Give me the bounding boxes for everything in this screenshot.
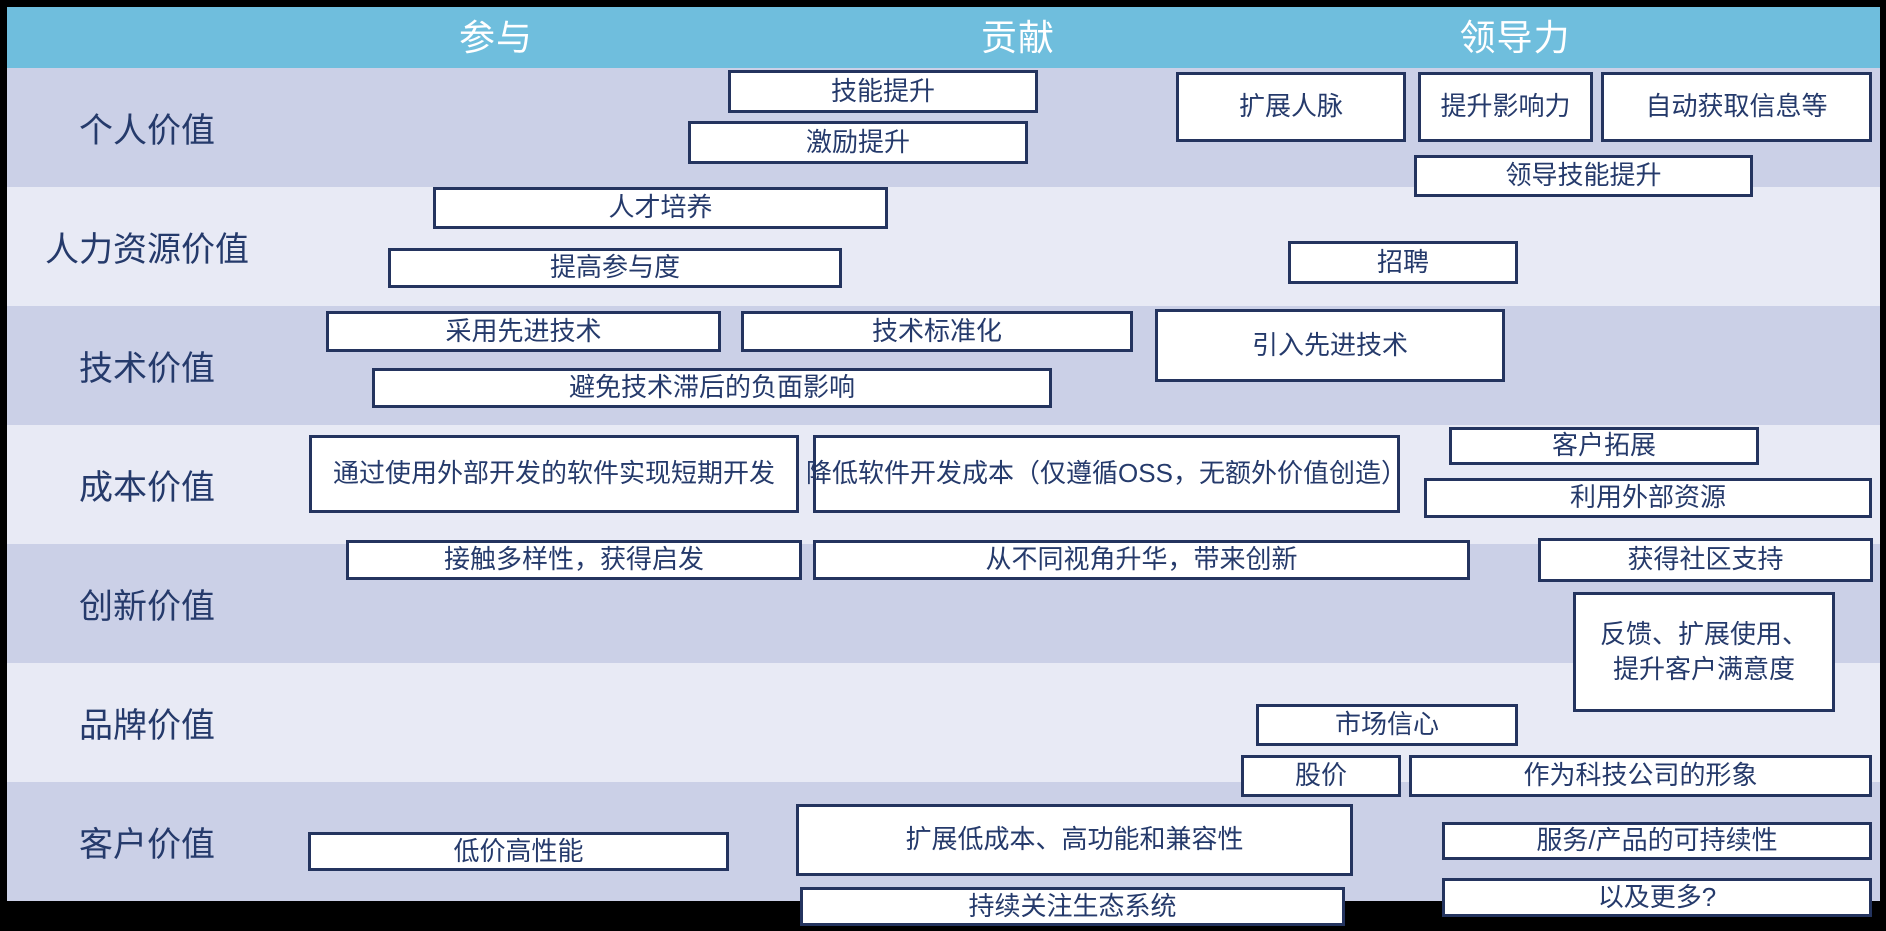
column-header-leadership: 领导力 [1459, 17, 1571, 58]
value-box-low-price-high-performance: 低价高性能 [308, 832, 729, 871]
value-box-diversity-inspiration: 接触多样性，获得启发 [346, 540, 802, 580]
column-header-contribution: 贡献 [980, 17, 1056, 58]
row-band-hr-value [7, 187, 1880, 306]
value-box-short-term-dev: 通过使用外部开发的软件实现短期开发 [309, 435, 799, 513]
value-box-feedback-satisfaction: 反馈、扩展使用、提升客户满意度 [1573, 592, 1835, 712]
value-box-innovation-perspectives: 从不同视角升华，带来创新 [813, 540, 1470, 580]
value-box-ecosystem-focus: 持续关注生态系统 [800, 887, 1345, 926]
value-box-incentive-improvement: 激励提升 [688, 121, 1028, 164]
value-box-and-more: 以及更多? [1442, 878, 1872, 917]
value-box-recruitment: 招聘 [1288, 241, 1518, 284]
value-box-line: 提升客户满意度 [1612, 654, 1795, 684]
value-box-expand-cost-function-compat: 扩展低成本、高功能和兼容性 [796, 804, 1353, 876]
value-box-community-support: 获得社区支持 [1538, 538, 1873, 582]
value-box-adopt-advanced-tech: 采用先进技术 [326, 311, 721, 352]
value-box-leadership-skill-improvement: 领导技能提升 [1414, 155, 1753, 197]
value-box-external-resources: 利用外部资源 [1424, 478, 1872, 518]
value-box-service-sustainability: 服务/产品的可持续性 [1442, 822, 1872, 860]
row-label-hr-value: 人力资源价值 [45, 231, 249, 269]
row-label-innovation-value: 创新价值 [79, 588, 215, 626]
column-header-participation: 参与 [458, 17, 534, 58]
value-box-auto-info-acquisition: 自动获取信息等 [1601, 72, 1872, 142]
value-box-talent-development: 人才培养 [433, 187, 888, 229]
row-label-cost-value: 成本价值 [79, 469, 215, 507]
value-box-stock-price: 股价 [1241, 755, 1401, 797]
value-box-customer-expansion: 客户拓展 [1449, 427, 1759, 465]
row-label-personal-value: 个人价值 [79, 112, 215, 150]
value-box-tech-standardization: 技术标准化 [741, 311, 1133, 352]
row-label-customer-value: 客户价值 [79, 826, 215, 864]
value-box-influence-improvement: 提升影响力 [1418, 72, 1593, 142]
value-box-reduce-dev-cost: 降低软件开发成本（仅遵循OSS，无额外价值创造） [806, 435, 1407, 513]
column-header-band [7, 7, 1880, 68]
value-box-introduce-advanced-tech: 引入先进技术 [1155, 309, 1505, 382]
value-box-network-expansion: 扩展人脉 [1176, 72, 1406, 142]
row-label-brand-value: 品牌价值 [79, 707, 215, 745]
value-box-tech-company-image: 作为科技公司的形象 [1409, 755, 1872, 797]
value-box-engagement-increase: 提高参与度 [388, 248, 842, 288]
value-box-avoid-tech-lag: 避免技术滞后的负面影响 [372, 368, 1052, 408]
value-box-line: 反馈、扩展使用、 [1599, 618, 1808, 649]
value-box-market-confidence: 市场信心 [1256, 704, 1518, 746]
row-label-tech-value: 技术价值 [79, 350, 215, 388]
value-box-skill-improvement: 技能提升 [728, 70, 1038, 113]
